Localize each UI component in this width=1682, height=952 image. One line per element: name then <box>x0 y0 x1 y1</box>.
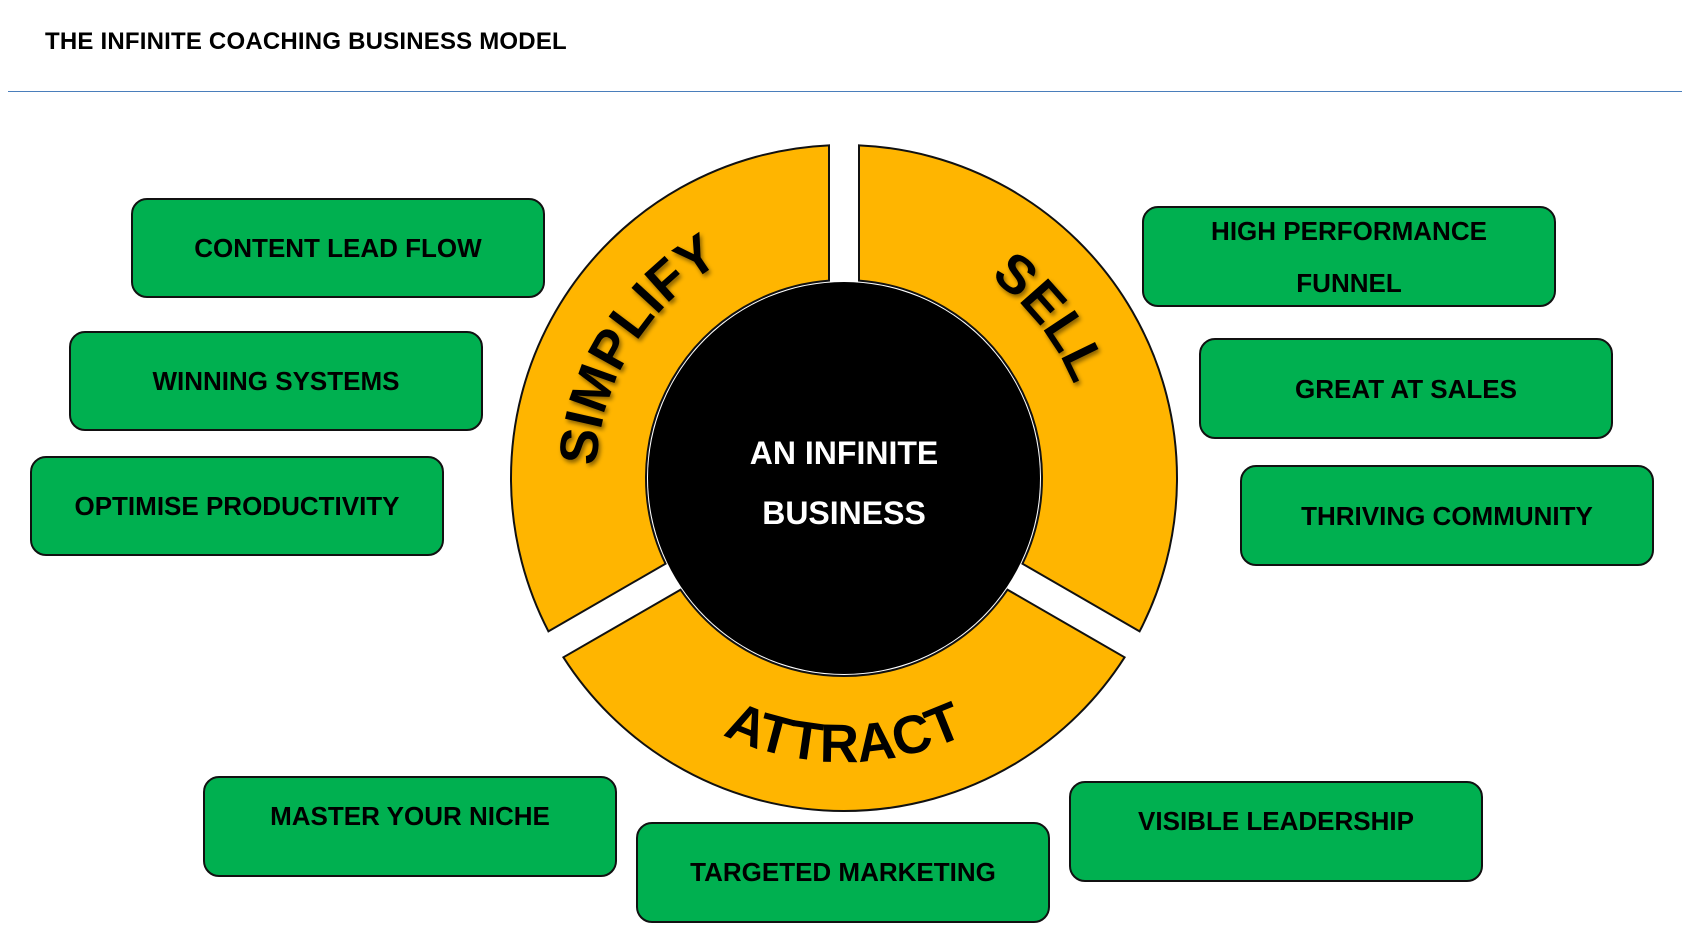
box-label: CONTENT LEAD FLOW <box>194 233 482 263</box>
box-label: GREAT AT SALES <box>1295 373 1517 404</box>
box-label-line1: HIGH PERFORMANCE <box>1211 215 1487 246</box>
box-high-performance-funnel[interactable]: HIGH PERFORMANCE FUNNEL <box>1142 206 1556 307</box>
segment-simplify[interactable] <box>510 144 830 633</box>
box-content-lead-flow[interactable]: CONTENT LEAD FLOW <box>131 198 545 298</box>
box-optimise-productivity[interactable]: OPTIMISE PRODUCTIVITY <box>30 456 444 556</box>
center-label-line1: AN INFINITE <box>750 435 938 471</box>
center-circle <box>648 282 1040 674</box>
title-divider <box>8 91 1682 92</box>
box-label: TARGETED MARKETING <box>690 857 996 887</box>
box-label: VISIBLE LEADERSHIP <box>1138 806 1414 836</box>
box-winning-systems[interactable]: WINNING SYSTEMS <box>69 331 483 431</box>
box-label: MASTER YOUR NICHE <box>270 801 550 831</box>
box-targeted-marketing[interactable]: TARGETED MARKETING <box>636 822 1050 923</box>
segment-attract[interactable] <box>561 588 1126 812</box>
box-master-your-niche[interactable]: MASTER YOUR NICHE <box>203 776 617 877</box>
box-label: WINNING SYSTEMS <box>152 366 400 396</box>
box-label-line2: FUNNEL <box>1296 267 1402 298</box>
box-thriving-community[interactable]: THRIVING COMMUNITY <box>1240 465 1654 566</box>
box-label: OPTIMISE PRODUCTIVITY <box>74 491 400 521</box>
segment-sell[interactable] <box>858 144 1178 633</box>
center-label-line2: BUSINESS <box>762 495 926 531</box>
page-title: THE INFINITE COACHING BUSINESS MODEL <box>45 28 567 55</box>
box-great-at-sales[interactable]: GREAT AT SALES <box>1199 338 1613 439</box>
box-visible-leadership[interactable]: VISIBLE LEADERSHIP <box>1069 781 1483 882</box>
box-label: THRIVING COMMUNITY <box>1301 500 1593 531</box>
